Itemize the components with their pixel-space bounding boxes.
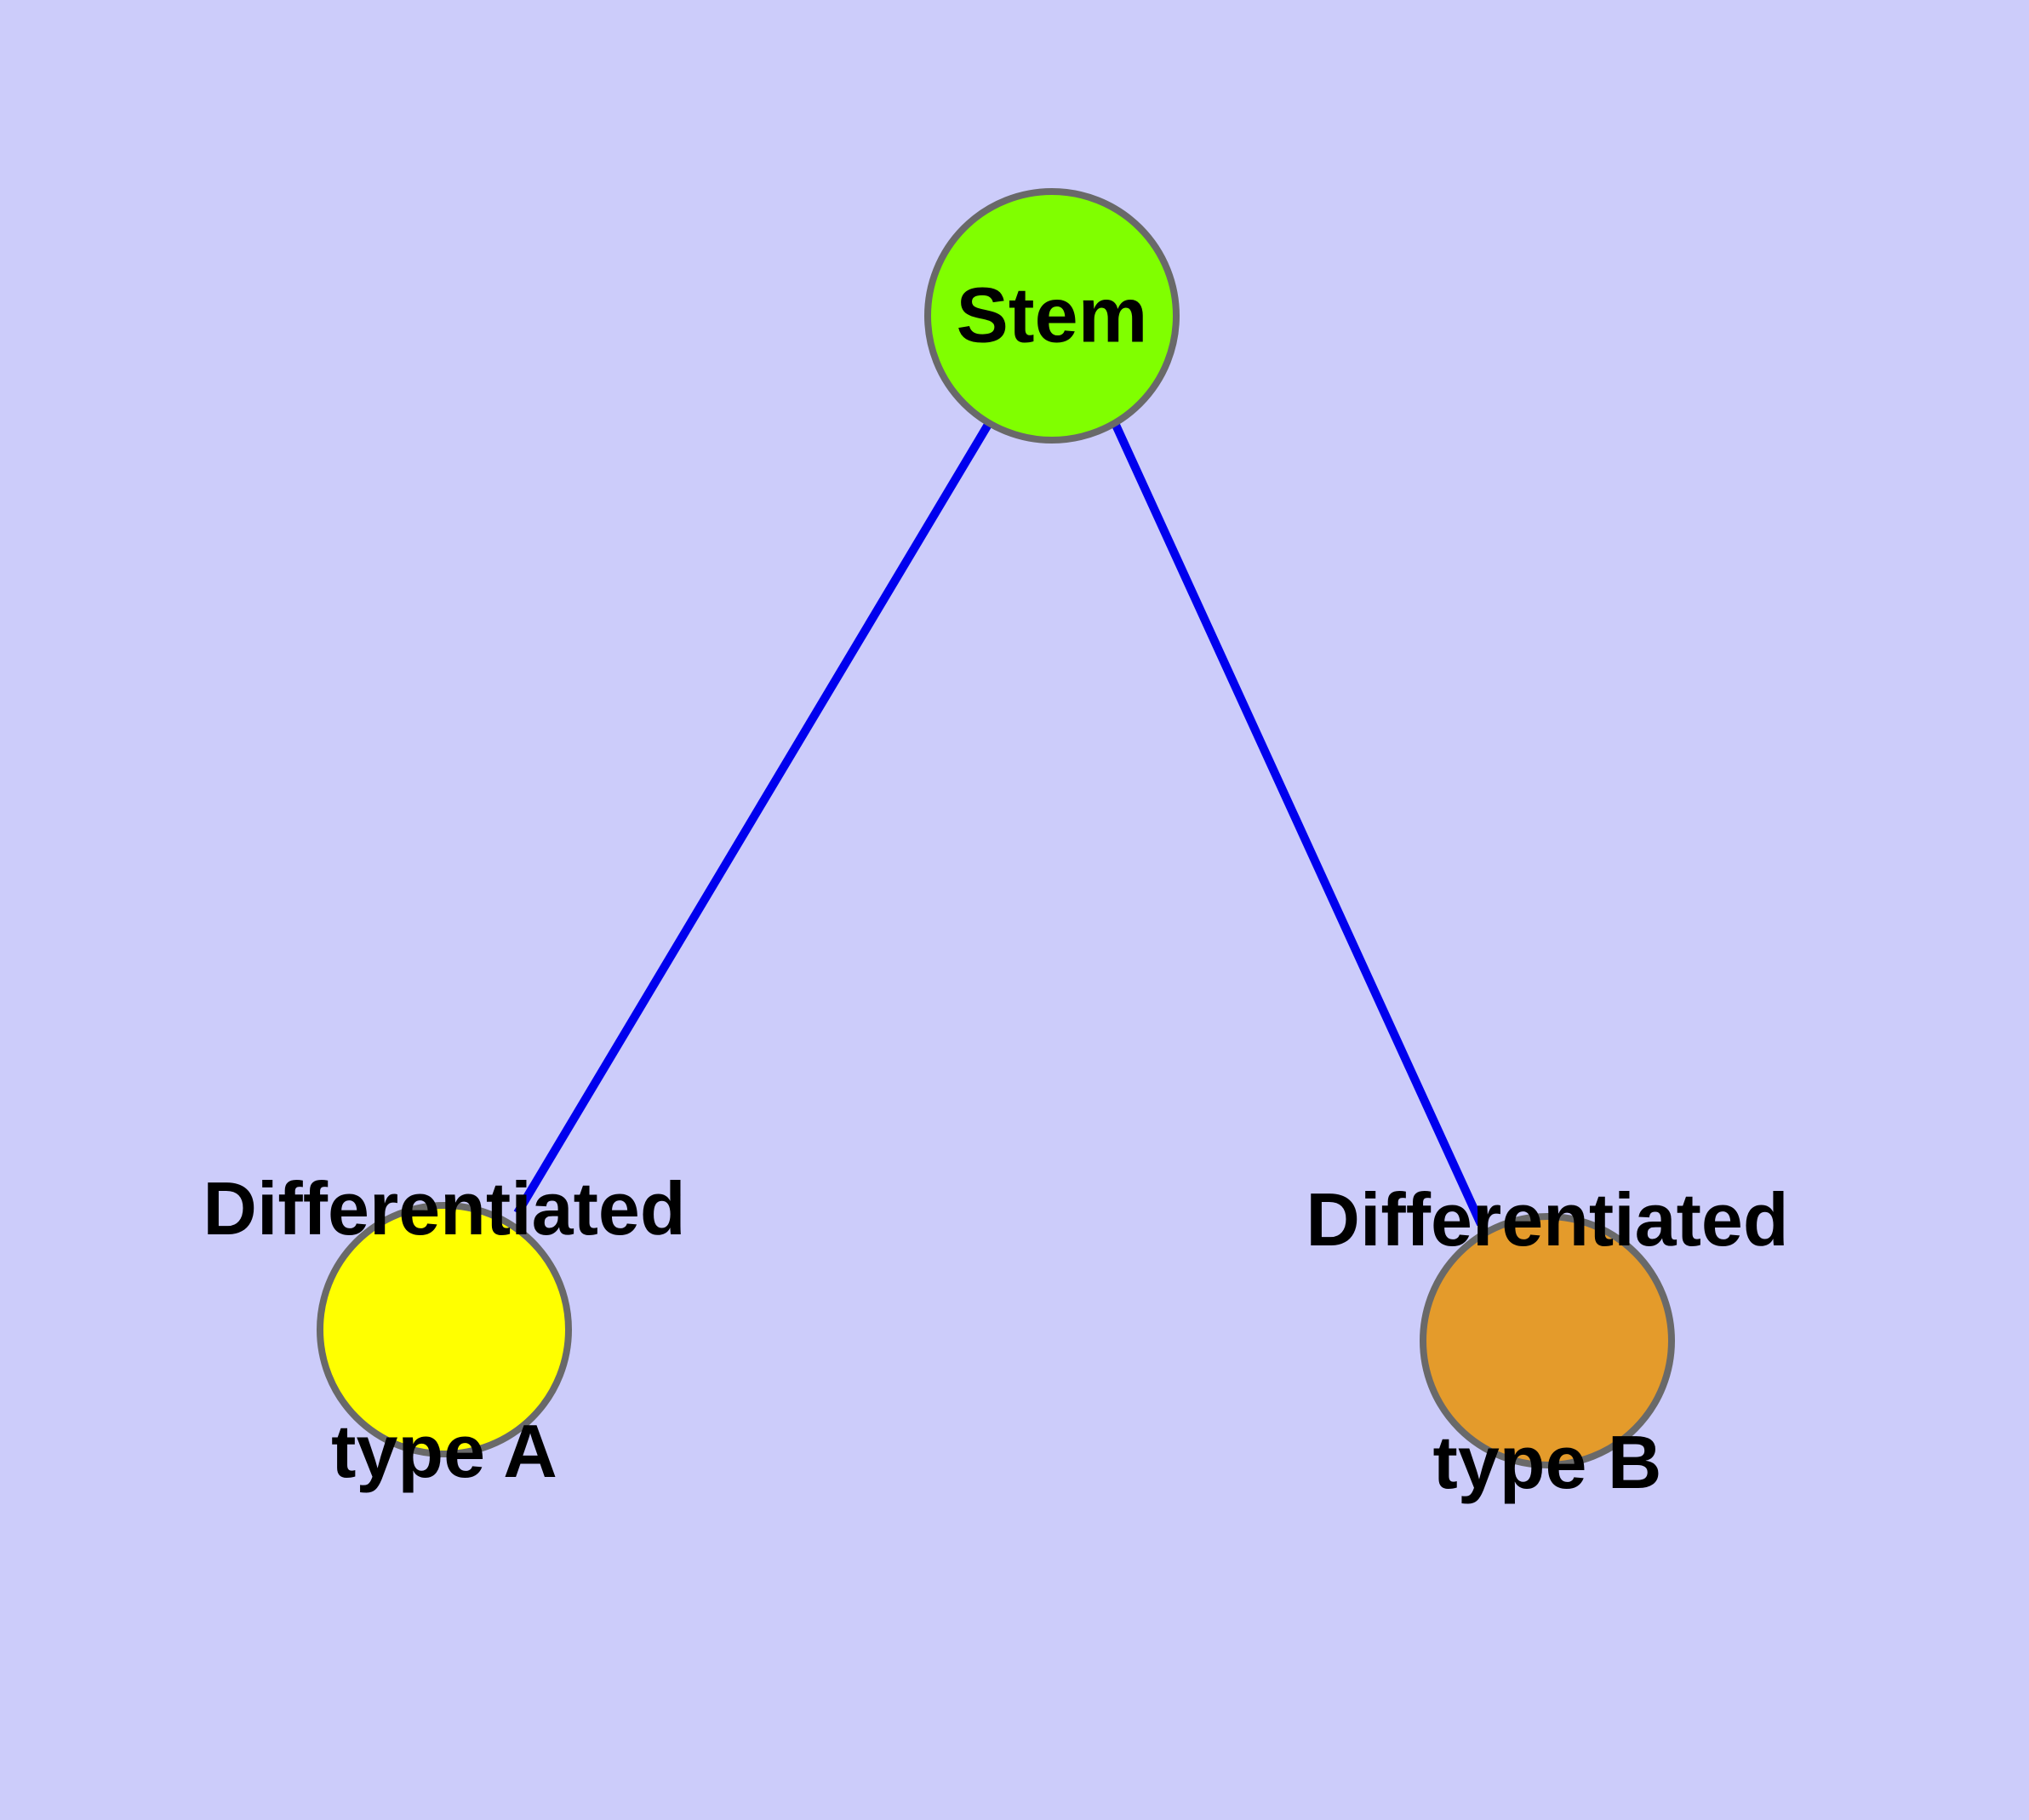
node-differentiated-type-b[interactable]	[1420, 1213, 1675, 1468]
edge-layer	[513, 421, 1485, 1227]
node-stem[interactable]	[924, 188, 1180, 444]
node-differentiated-type-a[interactable]	[317, 1202, 572, 1457]
edge-stem-to-differentiated-type-b[interactable]	[1111, 421, 1485, 1227]
node-layer	[317, 188, 1675, 1468]
edge-stem-to-differentiated-type-a[interactable]	[513, 421, 993, 1216]
